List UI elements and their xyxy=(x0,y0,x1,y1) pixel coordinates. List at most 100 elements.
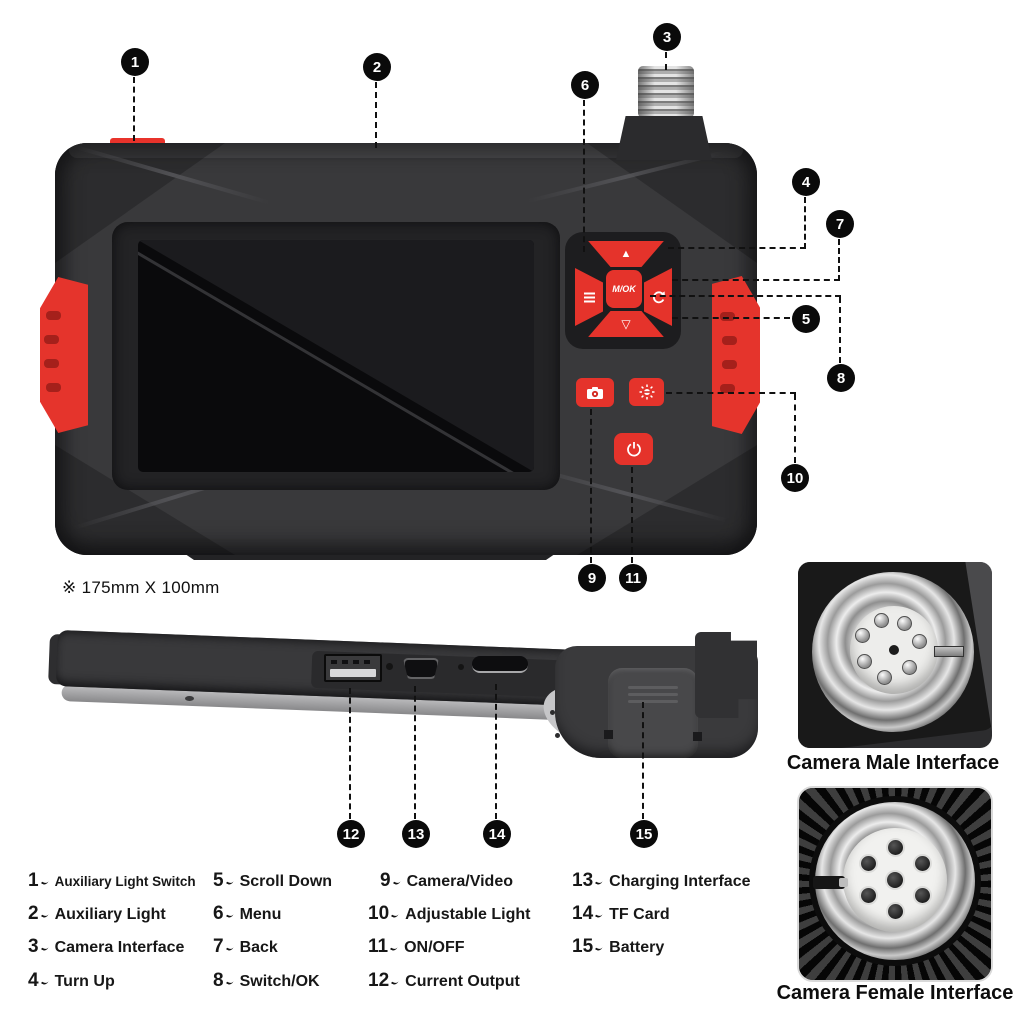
enum-comma xyxy=(388,936,404,959)
screen-reflection xyxy=(138,240,534,472)
reset-hole xyxy=(185,696,194,701)
leader-line-7 xyxy=(838,239,840,281)
device-front-view xyxy=(55,143,757,555)
usb-port-current-output xyxy=(324,654,382,682)
callout-badge-12: 12 xyxy=(337,820,365,848)
camera-interface-connector xyxy=(638,66,694,118)
leader-line-10 xyxy=(794,394,796,463)
enum-comma xyxy=(224,903,240,926)
enum-comma xyxy=(593,936,609,959)
leader-line-6 xyxy=(583,100,585,252)
key-tab xyxy=(813,876,845,889)
center-pin xyxy=(889,645,899,655)
enum-comma xyxy=(391,870,407,893)
leader-line-3 xyxy=(665,52,667,70)
pin xyxy=(912,634,927,649)
grip-notch xyxy=(722,336,737,345)
pin xyxy=(902,660,917,675)
callout-badge-11: 11 xyxy=(619,564,647,592)
down-arrow-icon: ▽ xyxy=(621,317,631,331)
pin-insert xyxy=(850,606,938,694)
leader-line-9 xyxy=(590,409,592,563)
facet-shade xyxy=(577,445,757,555)
socket-hole xyxy=(888,904,903,919)
right-grip xyxy=(712,276,760,434)
enum-comma xyxy=(39,936,55,959)
leader-line-8 xyxy=(839,297,841,363)
caption-camera-male-interface: Camera Male Interface xyxy=(786,752,1000,774)
socket-hole xyxy=(861,856,876,871)
callout-badge-10: 10 xyxy=(781,464,809,492)
tf-card-slot xyxy=(472,656,528,673)
cover-ridge xyxy=(628,693,678,696)
pin xyxy=(874,613,889,628)
callout-badge-4: 4 xyxy=(792,168,820,196)
usb-contacts xyxy=(331,660,375,664)
callout-badge-3: 3 xyxy=(653,23,681,51)
key-tab-tip xyxy=(839,878,848,887)
callout-badge-8: 8 xyxy=(827,364,855,392)
power-icon xyxy=(626,442,641,457)
cover-ridge xyxy=(628,700,678,703)
photo-camera-female-interface xyxy=(797,786,993,982)
cover-ridge xyxy=(628,686,678,689)
callout-badge-2: 2 xyxy=(363,53,391,81)
enum-comma xyxy=(224,970,240,993)
leader-line-4 xyxy=(804,197,806,249)
leader-line-15 xyxy=(642,702,644,819)
cover-clip xyxy=(604,730,613,739)
power-button xyxy=(614,433,653,465)
camera-button xyxy=(576,378,614,407)
adjustable-light-button xyxy=(629,378,664,406)
leader-line-4 xyxy=(668,247,806,249)
caption-camera-female-interface: Camera Female Interface xyxy=(776,982,1014,1004)
screen-bezel xyxy=(112,222,560,490)
enum-comma xyxy=(593,870,609,893)
sun-icon xyxy=(639,384,654,400)
device-side-view xyxy=(48,618,770,788)
grip-notch xyxy=(44,335,59,344)
callout-badge-6: 6 xyxy=(571,71,599,99)
enum-comma xyxy=(39,970,55,993)
grip-notch xyxy=(46,311,61,320)
callout-badge-15: 15 xyxy=(630,820,658,848)
leader-line-7 xyxy=(672,279,840,281)
leader-line-11 xyxy=(631,467,633,563)
menu-icon xyxy=(583,292,595,302)
photo-camera-male-interface xyxy=(798,562,992,748)
callout-badge-13: 13 xyxy=(402,820,430,848)
leader-line-2 xyxy=(375,82,377,148)
left-grip xyxy=(40,277,88,433)
ok-button-label: M/OK xyxy=(612,284,636,294)
pin xyxy=(855,628,870,643)
callout-badge-1: 1 xyxy=(121,48,149,76)
callout-badge-14: 14 xyxy=(483,820,511,848)
key-pin xyxy=(934,646,964,657)
grip-notch xyxy=(46,383,61,392)
leader-line-10 xyxy=(666,392,796,394)
leader-line-5 xyxy=(672,317,790,319)
enum-comma xyxy=(389,903,405,926)
socket-insert xyxy=(843,828,947,932)
dimension-note: ※ 175mm X 100mm xyxy=(62,578,220,598)
camera-icon xyxy=(587,386,603,399)
socket-hole xyxy=(915,856,930,871)
cover-clip xyxy=(693,732,702,741)
socket-hole xyxy=(888,840,903,855)
pin xyxy=(877,670,892,685)
enum-comma xyxy=(224,870,240,893)
